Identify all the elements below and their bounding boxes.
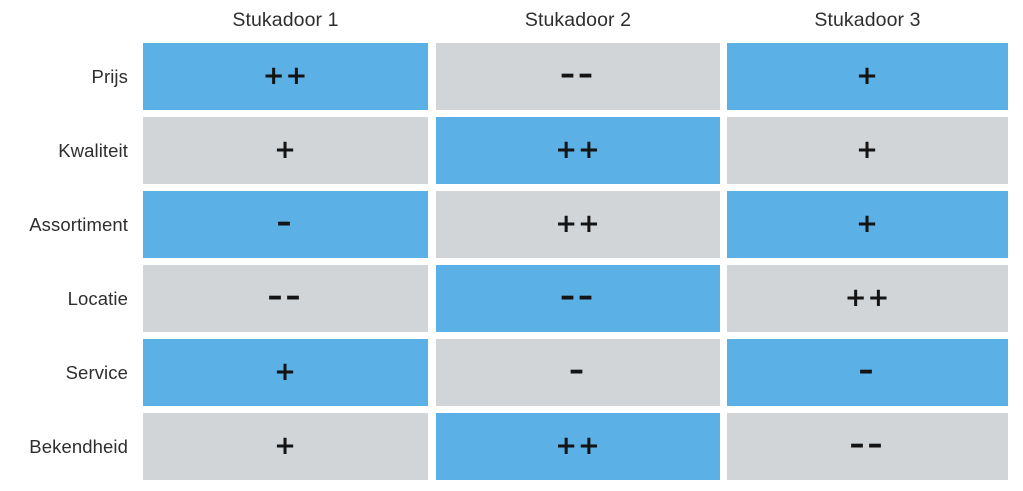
- cell-service-stukadoor-3: –: [727, 339, 1008, 406]
- column-header-stukadoor-1: Stukadoor 1: [232, 9, 339, 31]
- rating-symbol: ++: [555, 134, 601, 165]
- column-header-stukadoor-3: Stukadoor 3: [814, 9, 921, 31]
- rating-symbol: +: [274, 356, 297, 387]
- rating-symbol: ++: [555, 208, 601, 239]
- row-label-assortiment: Assortiment: [29, 214, 128, 235]
- cell-kwaliteit-stukadoor-3: +: [727, 117, 1008, 184]
- cell-assortiment-stukadoor-3: +: [727, 191, 1008, 258]
- cell-assortiment-stukadoor-1: –: [143, 191, 428, 258]
- rating-symbol: +: [856, 134, 879, 165]
- row-label-prijs: Prijs: [91, 66, 128, 87]
- table-row: Locatie –– –– ++: [0, 265, 1023, 332]
- cell-service-stukadoor-2: –: [436, 339, 720, 406]
- rating-symbol: ––: [560, 278, 596, 314]
- cell-service-stukadoor-1: +: [143, 339, 428, 406]
- rating-symbol: +: [856, 208, 879, 239]
- cell-locatie-stukadoor-3: ++: [727, 265, 1008, 332]
- column-header-row: Stukadoor 1 Stukadoor 2 Stukadoor 3: [0, 0, 1023, 43]
- column-header-stukadoor-2: Stukadoor 2: [524, 9, 632, 31]
- table-row: Prijs ++ –– +: [0, 43, 1023, 110]
- row-label-locatie: Locatie: [67, 288, 128, 309]
- table-row: Kwaliteit + ++ +: [0, 117, 1023, 184]
- rating-symbol: –: [858, 352, 877, 388]
- cell-prijs-stukadoor-1: ++: [143, 43, 428, 110]
- rating-symbol: ++: [555, 430, 601, 461]
- rating-symbol: ––: [849, 426, 886, 462]
- cell-bekendheid-stukadoor-3: ––: [727, 413, 1008, 480]
- row-label-service: Service: [65, 362, 128, 383]
- table-row: Service + – –: [0, 339, 1023, 406]
- cell-locatie-stukadoor-1: ––: [143, 265, 428, 332]
- rating-symbol: –: [276, 204, 295, 240]
- cell-kwaliteit-stukadoor-1: +: [143, 117, 428, 184]
- rating-symbol: ++: [262, 60, 309, 91]
- rating-symbol: ++: [844, 282, 891, 313]
- rating-symbol: +: [856, 60, 879, 91]
- row-label-bekendheid: Bekendheid: [29, 436, 128, 457]
- rating-symbol: +: [274, 134, 297, 165]
- cell-prijs-stukadoor-2: ––: [436, 43, 720, 110]
- row-label-kwaliteit: Kwaliteit: [58, 140, 128, 161]
- cell-bekendheid-stukadoor-2: ++: [436, 413, 720, 480]
- rating-symbol: –: [569, 352, 587, 388]
- table-row: Assortiment – ++ +: [0, 191, 1023, 258]
- rating-symbol: ––: [267, 278, 304, 314]
- cell-locatie-stukadoor-2: ––: [436, 265, 720, 332]
- cell-kwaliteit-stukadoor-2: ++: [436, 117, 720, 184]
- rating-symbol: ––: [560, 56, 596, 92]
- cell-prijs-stukadoor-3: +: [727, 43, 1008, 110]
- rating-symbol: +: [274, 430, 297, 461]
- cell-bekendheid-stukadoor-1: +: [143, 413, 428, 480]
- table-row: Bekendheid + ++ ––: [0, 413, 1023, 480]
- cell-assortiment-stukadoor-2: ++: [436, 191, 720, 258]
